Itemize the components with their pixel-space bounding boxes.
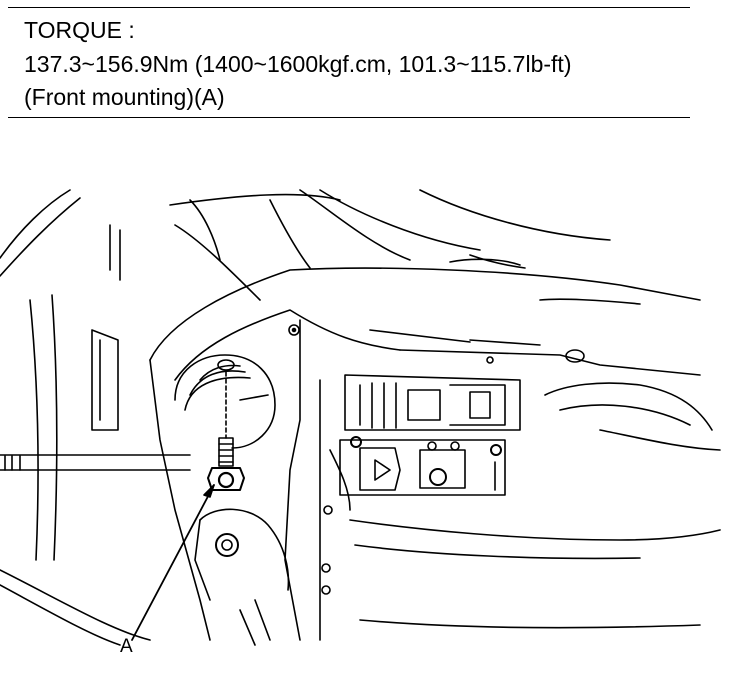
torque-value: 137.3~156.9Nm (1400~1600kgf.cm, 101.3~11… <box>24 51 572 77</box>
mounting-recess <box>174 354 276 449</box>
frame-fasteners <box>321 505 333 595</box>
right-body-panel <box>349 382 721 629</box>
top-rule <box>8 7 690 8</box>
left-body-panel <box>0 189 191 646</box>
mounting-bolt <box>207 359 245 491</box>
torque-heading: TORQUE : <box>24 17 135 43</box>
callout-label-a: A <box>120 636 133 657</box>
bottom-rule <box>8 117 690 118</box>
mounting-location: (Front mounting)(A) <box>24 84 225 110</box>
callout-a-leader <box>131 484 215 641</box>
crossmember <box>149 267 701 641</box>
lower-bracket <box>194 508 290 646</box>
crossmember-hole <box>288 324 300 336</box>
crossmember-hole <box>565 349 585 363</box>
transaxle-assembly <box>329 374 521 511</box>
upper-body-lines <box>169 189 611 301</box>
crossmember-hole <box>486 356 494 364</box>
front-mounting-illustration <box>0 189 721 646</box>
